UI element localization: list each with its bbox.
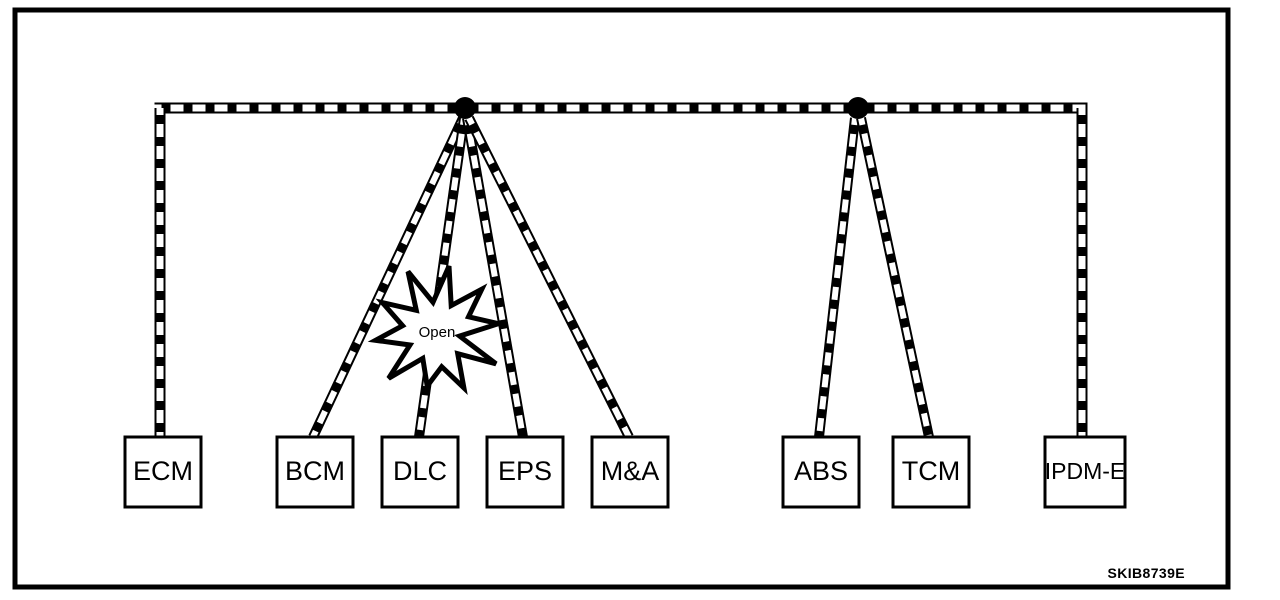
module-tcm-rect[interactable] — [891, 435, 971, 509]
branch-eps-dashes — [464, 117, 526, 438]
module-ma-label: M&A — [601, 456, 660, 486]
branch-tcm-core — [856, 116, 934, 439]
module-dlc-label: DLC — [393, 456, 447, 486]
branch-abs-dashes — [816, 117, 858, 438]
branch-bcm — [308, 115, 468, 440]
module-ma[interactable]: M&A — [590, 435, 670, 509]
module-dlc-rect[interactable] — [380, 435, 460, 509]
module-ipdm-e-rect[interactable] — [1043, 435, 1127, 509]
module-ecm-label: ECM — [133, 456, 193, 486]
open-fault-marker: Open — [367, 265, 508, 396]
branch-eps — [462, 117, 528, 438]
module-bcm[interactable]: BCM — [275, 435, 355, 509]
figure-id-label: SKIB8739E — [1107, 565, 1185, 581]
module-ipdm-e[interactable]: IPDM-E — [1043, 435, 1127, 509]
branch-abs — [814, 117, 860, 438]
figure-frame — [12, 7, 1231, 590]
junction-right — [847, 97, 869, 119]
junction-dots — [454, 97, 869, 119]
module-bcm-rect[interactable] — [275, 435, 355, 509]
branch-ma — [464, 115, 634, 440]
can-bus-wiring — [154, 102, 1088, 440]
module-ma-rect[interactable] — [590, 435, 670, 509]
module-abs-rect[interactable] — [781, 435, 861, 509]
module-eps-label: EPS — [498, 456, 552, 486]
module-eps[interactable]: EPS — [485, 435, 565, 509]
branch-ma-dashes — [466, 116, 632, 439]
module-abs-label: ABS — [794, 456, 848, 486]
module-tcm-label: TCM — [902, 456, 960, 486]
module-bcm-label: BCM — [285, 456, 345, 486]
junction-left — [454, 97, 476, 119]
module-boxes: ECM BCM DLC EPS M&A ABS TCM IPDM-E — [123, 435, 1127, 509]
branch-bcm-dashes — [310, 116, 466, 439]
module-ipdm-e-label: IPDM-E — [1045, 458, 1126, 484]
open-burst-shape — [367, 265, 508, 396]
module-tcm[interactable]: TCM — [891, 435, 971, 509]
module-eps-rect[interactable] — [485, 435, 565, 509]
module-abs[interactable]: ABS — [781, 435, 861, 509]
open-burst-label: Open — [419, 324, 456, 341]
module-ecm-rect[interactable] — [123, 435, 203, 509]
module-ecm[interactable]: ECM — [123, 435, 203, 509]
branch-tcm — [856, 116, 934, 439]
module-dlc[interactable]: DLC — [380, 435, 460, 509]
